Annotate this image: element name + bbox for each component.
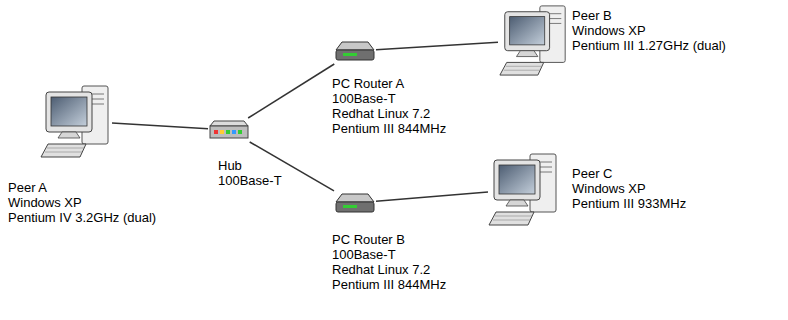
router-icon [334, 190, 376, 216]
hub-device: Hub100Base-T [208, 118, 250, 142]
node-label: Peer CWindows XPPentium III 933MHz [572, 166, 686, 211]
network-link [376, 192, 488, 201]
node-spec: 100Base-T [218, 173, 282, 188]
node-spec: Windows XP [572, 181, 686, 196]
pc-icon [498, 2, 570, 78]
router-device: PC Router A100Base-TRedhat Linux 7.2Pent… [334, 38, 376, 64]
node-name: Peer C [572, 166, 686, 181]
node-spec: 100Base-T [332, 247, 446, 262]
pc-icon [40, 82, 112, 160]
node-name: Peer A [8, 180, 156, 195]
node-spec: Pentium III 1.27GHz (dual) [572, 38, 726, 53]
node-label: PC Router A100Base-TRedhat Linux 7.2Pent… [332, 76, 446, 136]
hub-icon [208, 118, 250, 142]
router-icon [334, 38, 376, 64]
node-name: PC Router A [332, 76, 446, 91]
link-line [376, 42, 498, 49]
node-spec: Pentium III 844MHz [332, 277, 446, 292]
pc-icon [488, 150, 560, 228]
link-line [376, 192, 488, 201]
node-name: Hub [218, 158, 282, 173]
router-device: PC Router B100Base-TRedhat Linux 7.2Pent… [334, 190, 376, 216]
peer-computer: Peer AWindows XPPentium IV 3.2GHz (dual) [40, 82, 112, 160]
node-name: Peer B [572, 8, 726, 23]
network-link [112, 123, 208, 129]
node-label: PC Router B100Base-TRedhat Linux 7.2Pent… [332, 232, 446, 292]
link-line [112, 123, 208, 129]
node-spec: 100Base-T [332, 91, 446, 106]
link-line [248, 64, 334, 118]
peer-computer: Peer BWindows XPPentium III 1.27GHz (dua… [498, 2, 570, 78]
node-spec: Redhat Linux 7.2 [332, 262, 446, 277]
node-spec: Redhat Linux 7.2 [332, 106, 446, 121]
node-label: Hub100Base-T [218, 158, 282, 188]
node-label: Peer BWindows XPPentium III 1.27GHz (dua… [572, 8, 726, 53]
node-label: Peer AWindows XPPentium IV 3.2GHz (dual) [8, 180, 156, 225]
peer-computer: Peer CWindows XPPentium III 933MHz [488, 150, 560, 228]
network-link [248, 64, 334, 118]
node-spec: Windows XP [572, 23, 726, 38]
node-name: PC Router B [332, 232, 446, 247]
node-spec: Pentium III 844MHz [332, 121, 446, 136]
network-link [376, 42, 498, 49]
node-spec: Pentium IV 3.2GHz (dual) [8, 210, 156, 225]
node-spec: Pentium III 933MHz [572, 196, 686, 211]
node-spec: Windows XP [8, 195, 156, 210]
